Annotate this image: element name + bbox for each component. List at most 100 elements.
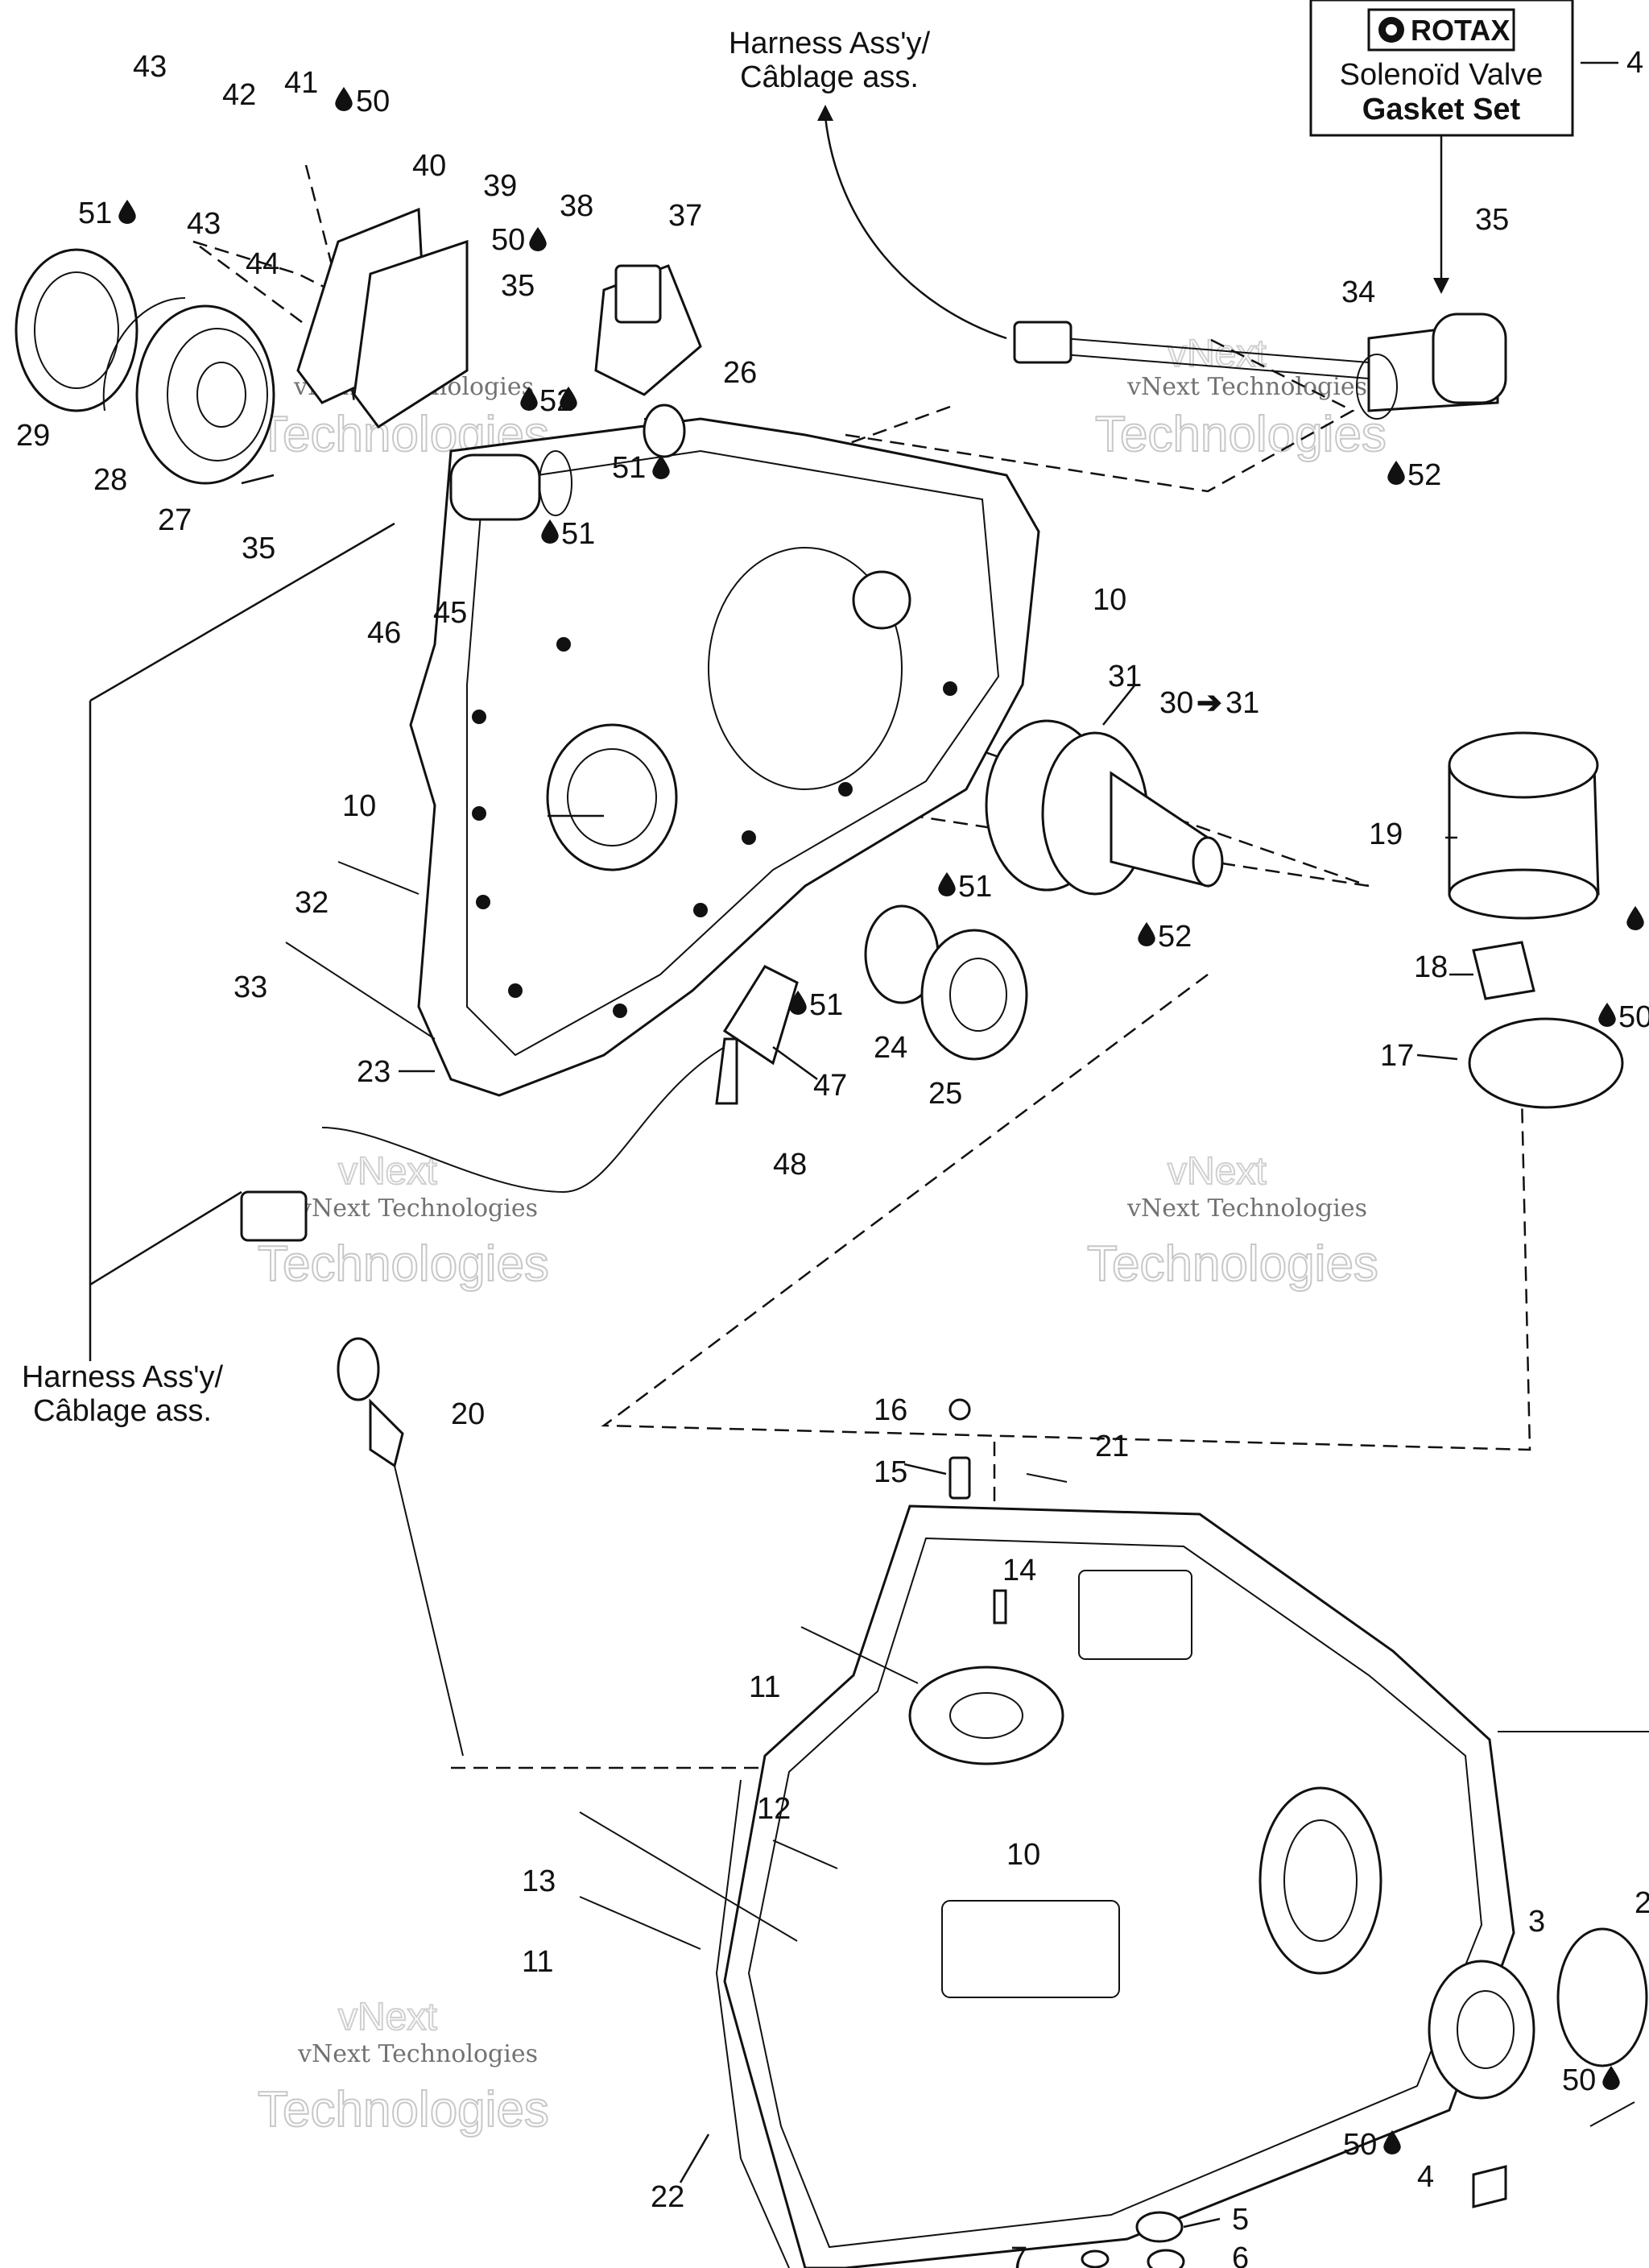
part-label-17: 17 [1380, 1039, 1414, 1073]
part-label-44: 44 [246, 247, 279, 281]
part-label-50: 50 [356, 85, 390, 118]
crankcase-lower [723, 1504, 1515, 2268]
oil-filter-19 [1448, 731, 1624, 1109]
sensor-47 [240, 965, 799, 1242]
rotax-brand: ROTAX [1411, 14, 1510, 47]
arrow-icon: ➔ [1196, 686, 1222, 720]
part-label-52: 52 [1407, 458, 1441, 492]
kit-box-frame [1309, 0, 1574, 137]
part-label-50: 50 [1343, 2128, 1377, 2162]
part-label-3: 3 [1528, 1905, 1545, 1939]
oil-drop-icon [529, 227, 547, 251]
cover-bolt-holes [472, 637, 957, 1018]
part-label-46: 46 [367, 616, 401, 650]
svg-text:Câblage ass.: Câblage ass. [740, 60, 919, 94]
part-label-35: 35 [1475, 203, 1509, 237]
part-label-33: 33 [234, 971, 267, 1004]
part-label-51: 51 [612, 451, 646, 485]
part-label-4: 4 [1626, 46, 1643, 80]
oil-drop-icon [1626, 906, 1644, 930]
harness-caption-top: Harness Ass'y/ Câblage ass. [729, 27, 1007, 340]
label-leaders [241, 474, 1473, 2229]
part-label-39: 39 [483, 169, 517, 203]
part-labels: 43 42 41 50 40 39 38 37 51 43 44 50 35 2… [16, 50, 1649, 2268]
seal-29 [14, 248, 138, 412]
oil-drop-icon [1387, 461, 1405, 485]
part-label-34: 34 [1341, 275, 1375, 309]
part-label-19: 19 [1369, 817, 1403, 851]
oil-drop-icon [1602, 2066, 1620, 2090]
oil-drop-icon [938, 872, 956, 896]
svg-text:Câblage ass.: Câblage ass. [33, 1394, 212, 1428]
rotax-kit-box: ROTAX Solenoïd Valve Gasket Set 4 [1309, 0, 1643, 294]
kit-title: Solenoïd Valve [1340, 58, 1544, 92]
part-label-27: 27 [158, 503, 192, 537]
part-label-35: 35 [501, 269, 535, 303]
gear-shaft-30 [985, 719, 1224, 896]
part-label-7: 7 [1010, 2241, 1027, 2268]
dipstick-20 [337, 1337, 464, 1757]
screw-48 [715, 1037, 738, 1105]
upper-cover [409, 417, 1040, 1097]
part-label-12: 12 [757, 1792, 791, 1826]
part-label-31: 31 [1225, 686, 1259, 720]
part-label-11: 11 [749, 1670, 780, 1704]
bolts-32-33 [285, 861, 436, 1040]
screws-4-5-6-7 [1081, 2101, 1635, 2268]
part-label-16: 16 [874, 1393, 907, 1427]
part-label-42: 42 [222, 78, 256, 112]
part-label-11: 11 [522, 1945, 553, 1979]
watermark-top: vNext [1168, 1150, 1267, 1193]
part-label-21: 21 [1095, 1430, 1129, 1463]
part-label-35: 35 [242, 532, 275, 565]
bolts-11-13 [579, 1473, 1068, 1950]
part-label-10: 10 [1006, 1838, 1040, 1872]
watermark-group: vNext vNext Technologies Technologies vN… [257, 332, 1387, 2138]
oil-drop-icon [118, 200, 136, 224]
bearings-2-3 [1428, 1927, 1648, 2100]
svg-text:Harness Ass'y/: Harness Ass'y/ [729, 27, 931, 60]
kit-subtitle: Gasket Set [1362, 93, 1521, 126]
part-label-37: 37 [668, 199, 702, 233]
watermark-small: vNext Technologies [297, 1194, 538, 1223]
rotax-gear-icon [1378, 17, 1404, 43]
part-label-51: 51 [561, 517, 595, 551]
spring-15-ball-16 [948, 1398, 1007, 1624]
watermark-large: Technologies [258, 2082, 549, 2138]
part-label-30: 30 [1159, 686, 1193, 720]
part-label-43: 43 [133, 50, 167, 84]
part-label-15: 15 [874, 1455, 907, 1489]
part-label-51: 51 [809, 988, 843, 1022]
part-label-10: 10 [342, 789, 376, 823]
watermark-large: Technologies [1087, 1236, 1378, 1292]
part-label-48: 48 [773, 1148, 807, 1182]
part-label-47: 47 [813, 1069, 847, 1103]
part-label-50: 50 [1618, 1000, 1649, 1034]
part-label-5: 5 [1232, 2203, 1249, 2237]
part-label-41: 41 [284, 66, 318, 100]
watermark-large: Technologies [258, 1236, 549, 1292]
part-label-14: 14 [1002, 1554, 1036, 1587]
part-label-23: 23 [357, 1055, 391, 1089]
part-label-10: 10 [1093, 583, 1126, 617]
part-label-2: 2 [1635, 1886, 1649, 1920]
part-label-31: 31 [1108, 660, 1142, 693]
sensor-37 [594, 264, 702, 396]
watermark-small: vNext Technologies [1126, 373, 1367, 401]
part-label-50: 50 [1562, 2063, 1596, 2097]
part-label-4: 4 [1417, 2160, 1434, 2194]
part-label-24: 24 [874, 1031, 907, 1065]
watermark-top: vNext [338, 1150, 437, 1193]
part-label-18: 18 [1414, 950, 1448, 984]
watermark-small: vNext Technologies [297, 2040, 538, 2068]
part-label-28: 28 [93, 463, 127, 497]
plate-40-39 [296, 207, 469, 429]
part-label-45: 45 [433, 596, 467, 630]
bearing-25 [920, 929, 1028, 1061]
bearing-27 [135, 304, 275, 485]
harness-caption-left: Harness Ass'y/ Câblage ass. [22, 1360, 224, 1428]
svg-text:Harness Ass'y/: Harness Ass'y/ [22, 1360, 224, 1394]
part-label-25: 25 [928, 1077, 962, 1111]
oil-drop-icon [1598, 1003, 1616, 1027]
